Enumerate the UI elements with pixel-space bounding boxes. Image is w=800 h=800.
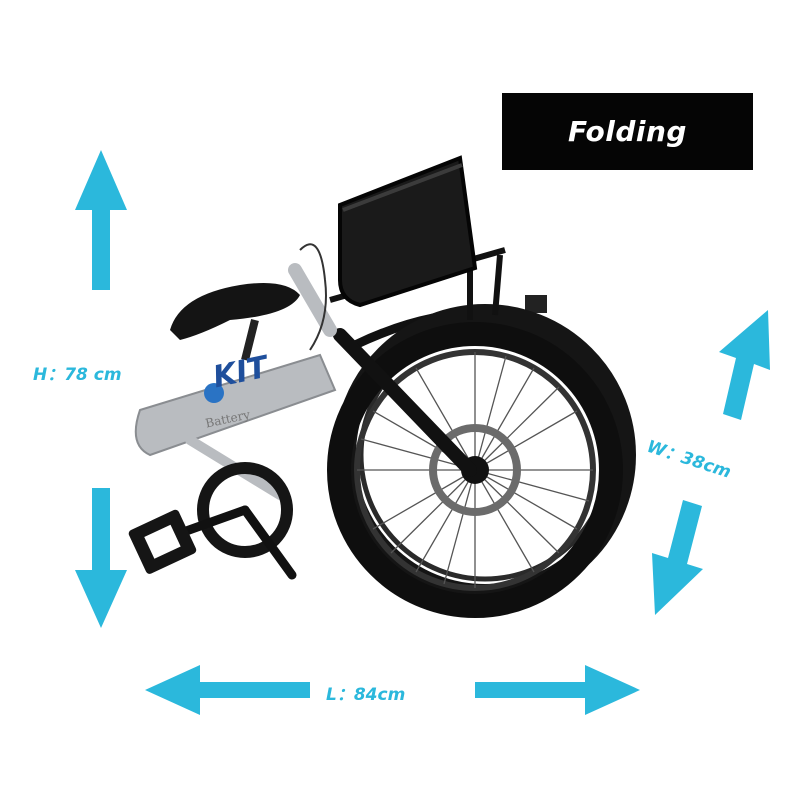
front-wheel-tire bbox=[327, 322, 623, 618]
front-wheel-spokes bbox=[357, 352, 593, 588]
crank-arm-2 bbox=[240, 505, 297, 580]
chainring bbox=[197, 462, 293, 558]
rear-basket bbox=[338, 155, 478, 308]
saddle bbox=[170, 282, 300, 340]
length-dimension-label: L：84cm bbox=[326, 685, 406, 705]
brake-cables bbox=[299, 243, 327, 351]
height-dimension-label: H：78 cm bbox=[33, 365, 122, 385]
height-arrow-up-icon bbox=[75, 150, 127, 290]
folding-label: Folding bbox=[568, 115, 687, 148]
height-arrow-down-icon bbox=[75, 488, 127, 628]
logo-badge bbox=[204, 383, 224, 403]
seat-post bbox=[241, 319, 259, 361]
length-arrow-left-icon bbox=[145, 665, 310, 715]
pedal-inner bbox=[144, 524, 181, 559]
rear-reflector bbox=[525, 295, 547, 313]
width-arrow-down-icon bbox=[652, 500, 703, 615]
folding-banner: Folding bbox=[502, 93, 753, 170]
length-arrow-right-icon bbox=[475, 665, 640, 715]
disc-brake-rotor bbox=[429, 424, 521, 516]
front-fork bbox=[333, 328, 477, 477]
width-arrow-up-icon bbox=[719, 310, 770, 420]
basket-rim bbox=[342, 163, 463, 212]
main-frame bbox=[134, 353, 337, 457]
